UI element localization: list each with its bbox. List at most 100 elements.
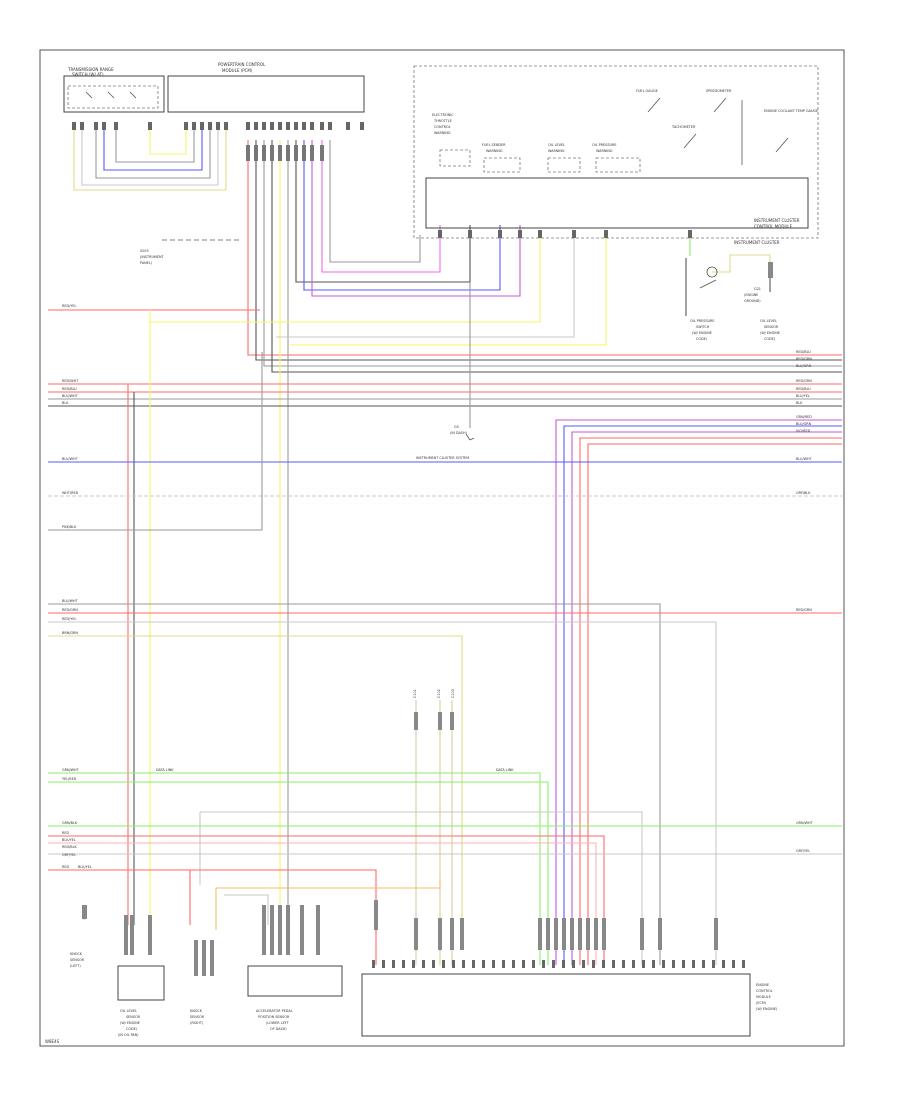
- wire: [587, 443, 842, 965]
- wire: [48, 772, 541, 965]
- svg-text:PNK/BLK: PNK/BLK: [62, 525, 77, 529]
- svg-text:ENGINE: ENGINE: [756, 983, 769, 987]
- svg-text:BLK/YEL: BLK/YEL: [62, 838, 76, 842]
- accelerator-pedal-sensor: ACCELERATOR PEDAL POSITION SENSOR (LOWER…: [247, 905, 343, 1031]
- svg-text:FUEL SENDER: FUEL SENDER: [482, 143, 506, 147]
- svg-text:TRANSMISSION RANGE: TRANSMISSION RANGE: [67, 67, 114, 72]
- svg-text:INSTRUMENT CLUSTER: INSTRUMENT CLUSTER: [754, 218, 800, 223]
- pcm-top-connector: POWERTRAIN CONTROL MODULE (PCM): [167, 62, 365, 113]
- svg-text:SENSOR: SENSOR: [190, 1015, 205, 1019]
- wire: [200, 811, 643, 965]
- svg-text:(W/ ENGINE: (W/ ENGINE: [120, 1021, 140, 1025]
- svg-text:(IN OIL PAN): (IN OIL PAN): [118, 1033, 139, 1037]
- pin-stubs-top: [72, 122, 364, 130]
- oil-pressure-switch: OIL PRESSURE SWITCH (W/ ENGINE CODE): [690, 266, 718, 341]
- svg-text:OIL LEVEL: OIL LEVEL: [548, 143, 565, 147]
- svg-text:INSTRUMENT CLUSTER: INSTRUMENT CLUSTER: [734, 240, 780, 245]
- wire: [149, 125, 187, 155]
- svg-text:C101: C101: [413, 689, 417, 698]
- svg-text:SENSOR: SENSOR: [126, 1015, 141, 1019]
- svg-text:BLU/WHT: BLU/WHT: [62, 457, 79, 461]
- svg-text:RED/BLU: RED/BLU: [62, 387, 77, 391]
- svg-text:OIL LEVEL: OIL LEVEL: [760, 319, 777, 323]
- wire: [276, 235, 575, 338]
- splice-s205: S205 (INSTRUMENT PANEL): [140, 239, 240, 265]
- svg-text:RED/YEL: RED/YEL: [62, 304, 76, 308]
- knock-sensor-right: KNOCK SENSOR (RIGHT): [190, 940, 214, 1025]
- svg-text:CONTROL MODULE: CONTROL MODULE: [754, 224, 793, 229]
- svg-text:RED/BLU: RED/BLU: [796, 350, 811, 354]
- svg-text:G21: G21: [754, 287, 761, 291]
- svg-text:PANEL): PANEL): [140, 261, 153, 265]
- wire: [579, 437, 842, 965]
- wire-layer: [48, 125, 842, 965]
- wire: [321, 140, 441, 273]
- svg-text:BLU/GRN: BLU/GRN: [796, 364, 812, 368]
- gauge-temperature: ENGINE COOLANT TEMP GAUGE: [741, 100, 818, 165]
- svg-text:GRY/YEL: GRY/YEL: [796, 849, 810, 853]
- svg-text:CODE): CODE): [764, 337, 776, 341]
- wire: [712, 254, 771, 273]
- svg-text:RED/BLK: RED/BLK: [62, 845, 77, 849]
- knock-sensor-left: KNOCK SENSOR (LEFT): [70, 905, 87, 968]
- svg-text:WARNING: WARNING: [596, 149, 613, 153]
- svg-text:MODULE (PCM): MODULE (PCM): [222, 68, 253, 73]
- ground-g5: G5 (IN DASH): [450, 425, 475, 441]
- wire: [329, 140, 421, 263]
- wire: [48, 635, 463, 925]
- svg-text:BLK/YEL: BLK/YEL: [78, 865, 92, 869]
- diagram-id: W8E4S: [45, 1039, 60, 1044]
- svg-text:RED/GRN: RED/GRN: [62, 608, 78, 612]
- wire: [48, 621, 717, 965]
- svg-text:RED/GRN: RED/GRN: [796, 379, 812, 383]
- svg-text:SWITCH: SWITCH: [696, 325, 710, 329]
- engine-control-module: ENGINE CONTROL MODULE (ECM) (W/ ENGINE): [361, 900, 778, 1037]
- svg-text:RED/GRN: RED/GRN: [796, 608, 812, 612]
- svg-text:RED/GRN: RED/GRN: [796, 357, 812, 361]
- indicator-fuel-sender: FUEL SENDER WARNING: [482, 143, 521, 173]
- wire: [48, 603, 661, 965]
- svg-text:S205: S205: [140, 249, 149, 253]
- wire: [48, 781, 549, 965]
- svg-text:OIL PRESSURE: OIL PRESSURE: [690, 319, 714, 323]
- svg-text:SENSOR: SENSOR: [70, 958, 85, 962]
- svg-text:RED: RED: [62, 865, 69, 869]
- transmission-range-switch: TRANSMISSION RANGE SWITCH (W/ AT): [63, 67, 165, 113]
- svg-text:BLU/WHT: BLU/WHT: [62, 599, 79, 603]
- svg-text:BLK: BLK: [796, 401, 803, 405]
- svg-text:G5: G5: [454, 425, 459, 429]
- svg-text:CODE): CODE): [696, 337, 708, 341]
- svg-text:POWERTRAIN CONTROL: POWERTRAIN CONTROL: [218, 62, 266, 67]
- wire: [190, 869, 377, 965]
- wire: [290, 235, 607, 346]
- wire: [95, 125, 211, 179]
- svg-text:THROTTLE: THROTTLE: [433, 119, 452, 123]
- svg-text:CODE): CODE): [126, 1027, 138, 1031]
- wire: [563, 425, 842, 965]
- pin-stubs-pcm-vertical: [246, 145, 324, 161]
- svg-text:OIL PRESSURE: OIL PRESSURE: [592, 143, 616, 147]
- wire: [303, 140, 501, 291]
- wire: [247, 140, 842, 356]
- svg-text:(ECM): (ECM): [756, 1001, 767, 1005]
- gauge-tachometer: TACHOMETER: [671, 125, 697, 149]
- oil-level-sensor-top: OIL LEVEL SENSOR (W/ ENGINE CODE): [760, 262, 780, 341]
- wire: [149, 235, 541, 323]
- oil-level-sensor-bottom: OIL LEVEL SENSOR (W/ ENGINE CODE) (IN OI…: [117, 915, 165, 1037]
- left-wire-labels: RED/YEL RED/WHT RED/BLU BLU/WHT BLK BLU/…: [62, 304, 92, 869]
- svg-text:(W/ ENGINE): (W/ ENGINE): [756, 1007, 778, 1011]
- svg-text:BRN/GRN: BRN/GRN: [62, 631, 78, 635]
- data-link-label-1: DATA LINK: [156, 768, 174, 772]
- svg-text:CONTROL: CONTROL: [756, 989, 773, 993]
- indicator-oil-level: OIL LEVEL WARNING: [547, 143, 581, 173]
- cluster-pin-stubs: [438, 230, 692, 238]
- svg-text:(IN DASH): (IN DASH): [450, 431, 468, 435]
- svg-text:BLU/WHT: BLU/WHT: [796, 457, 813, 461]
- gauge-speedometer: SPEEDOMETER: [706, 89, 732, 113]
- svg-text:WARNING: WARNING: [434, 131, 451, 135]
- svg-text:SENSOR: SENSOR: [764, 325, 779, 329]
- instrument-cluster-system-label: INSTRUMENT CLUSTER SYSTEM: [416, 456, 469, 460]
- svg-text:RED/BLU: RED/BLU: [796, 387, 811, 391]
- svg-text:FUEL GAUGE: FUEL GAUGE: [636, 89, 658, 93]
